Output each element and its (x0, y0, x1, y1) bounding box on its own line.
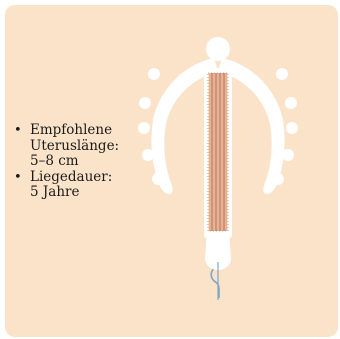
iud-icon (0, 0, 340, 339)
